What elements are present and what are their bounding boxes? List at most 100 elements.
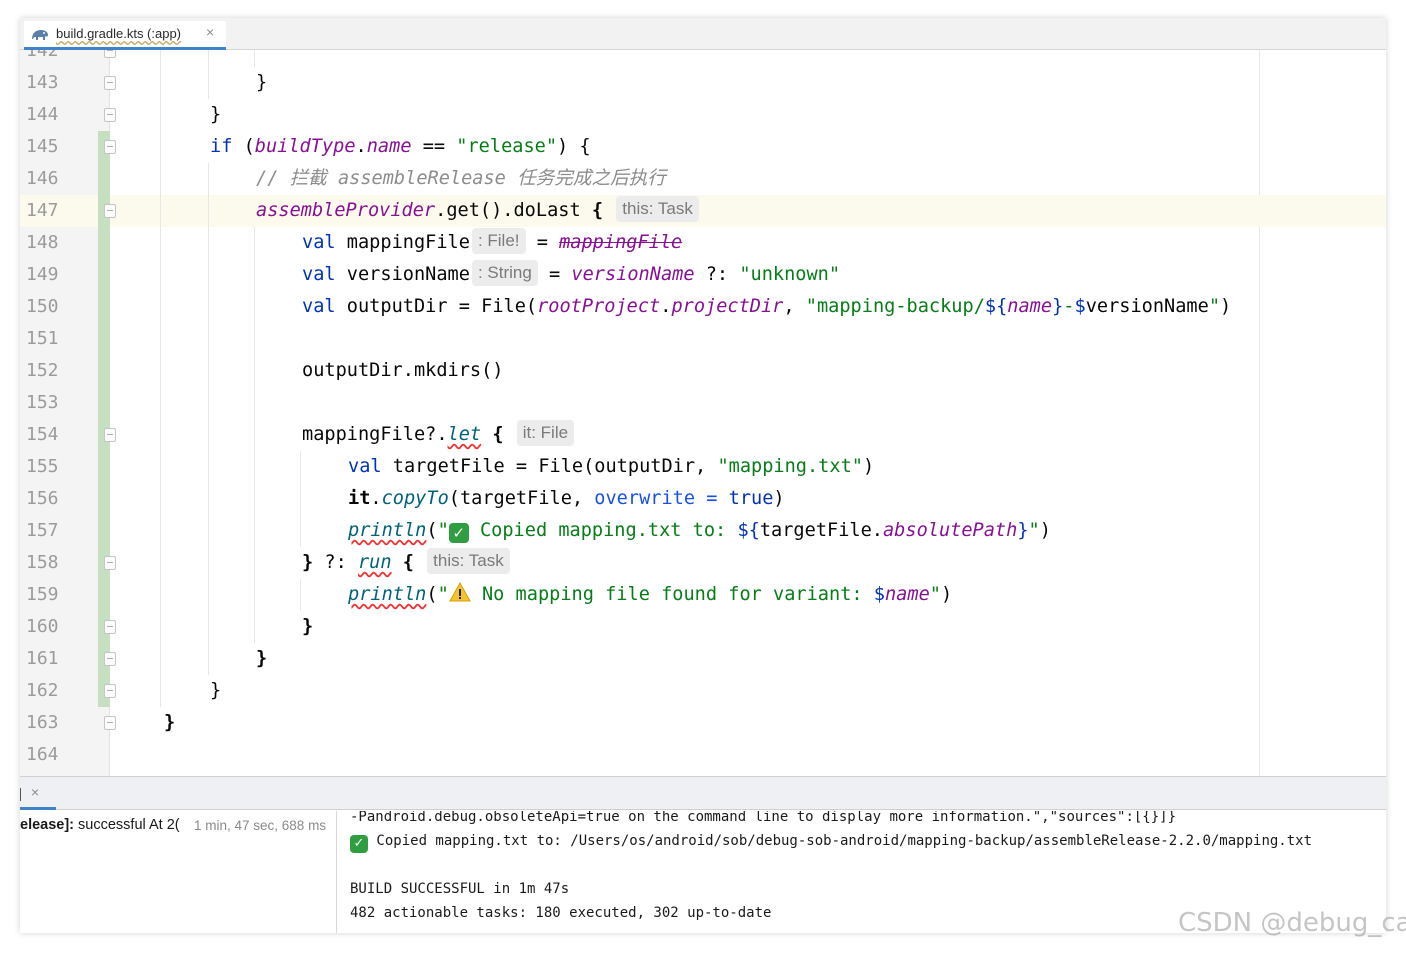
close-icon[interactable]: ×: [31, 784, 40, 800]
code-text: println(" No mapping file found for vari…: [348, 582, 953, 605]
code-text: }: [210, 680, 222, 701]
build-task-label: elease]:: [20, 817, 75, 833]
code-lines: 142 143 } 144 }: [20, 50, 1386, 771]
code-editor[interactable]: 142 143 } 144 }: [20, 50, 1386, 776]
tab-build-gradle-kts[interactable]: build.gradle.kts (:app) ×: [24, 21, 226, 50]
line-number: 153: [26, 392, 59, 413]
code-line: 160 }: [20, 611, 1386, 643]
build-tool-window-header: ] ×: [20, 776, 1386, 810]
code-text: val outputDir = File(rootProject.project…: [302, 296, 1232, 317]
line-number: 148: [26, 232, 59, 253]
code-text: } ?: run { this: Task: [302, 547, 510, 579]
right-margin-guide: [1259, 50, 1260, 776]
code-line: 145 if (buildType.name == "release") {: [20, 131, 1386, 163]
fold-marker-icon[interactable]: [104, 620, 116, 634]
code-text: }: [256, 72, 268, 93]
code-line: 154 mappingFile?.let { it: File: [20, 419, 1386, 451]
vcs-change-marker[interactable]: [98, 259, 110, 291]
code-line: 161 }: [20, 643, 1386, 675]
vcs-change-marker[interactable]: [98, 387, 110, 419]
code-line: 144 }: [20, 99, 1386, 131]
code-line: 149 val versionName: String = versionNam…: [20, 259, 1386, 291]
line-number: 158: [26, 552, 59, 573]
code-line: 142: [20, 50, 1386, 67]
console-line: ✓ Copied mapping.txt to: /Users/os/andro…: [350, 833, 1312, 853]
code-line: 156 it.copyTo(targetFile, overwrite = tr…: [20, 483, 1386, 515]
vcs-change-marker[interactable]: [98, 579, 110, 611]
code-line: 153: [20, 387, 1386, 419]
line-number: 157: [26, 520, 59, 541]
console-line: BUILD SUCCESSFUL in 1m 47s: [350, 881, 570, 897]
tab-build-output[interactable]: ] ×: [20, 777, 56, 810]
line-number: 143: [26, 72, 59, 93]
vcs-change-marker[interactable]: [98, 451, 110, 483]
code-line: 155 val targetFile = File(outputDir, "ma…: [20, 451, 1386, 483]
vcs-change-marker[interactable]: [98, 291, 110, 323]
code-text: }: [210, 104, 222, 125]
vcs-change-marker[interactable]: [98, 483, 110, 515]
code-line: 157 println("✓ Copied mapping.txt to: ${…: [20, 515, 1386, 547]
fold-marker-icon[interactable]: [104, 140, 116, 154]
line-number: 154: [26, 424, 59, 445]
code-line: 164: [20, 739, 1386, 771]
line-number: 162: [26, 680, 59, 701]
build-status: successful: [74, 817, 146, 833]
fold-marker-icon[interactable]: [104, 204, 116, 218]
console-line: -Pandroid.debug.obsoleteApi=true on the …: [350, 811, 1177, 825]
build-duration: 1 min, 47 sec, 688 ms: [192, 818, 327, 833]
code-line: 159 println(" No mapping file found for …: [20, 579, 1386, 611]
line-number: 144: [26, 104, 59, 125]
code-text: println("✓ Copied mapping.txt to: ${targ…: [348, 520, 1051, 543]
fold-marker-icon[interactable]: [104, 716, 116, 730]
vcs-change-marker[interactable]: [98, 355, 110, 387]
code-line: 151: [20, 323, 1386, 355]
line-number: 151: [26, 328, 59, 349]
check-mark-emoji-icon: ✓: [448, 523, 469, 543]
line-number: 161: [26, 648, 59, 669]
code-line: 163 }: [20, 707, 1386, 739]
code-text: it.copyTo(targetFile, overwrite = true): [348, 488, 785, 509]
tab-title: build.gradle.kts (:app): [56, 26, 182, 41]
gradle-elephant-icon: [32, 30, 48, 40]
build-console-output[interactable]: -Pandroid.debug.obsoleteApi=true on the …: [338, 811, 1386, 933]
code-line: 146 // 拦截 assembleRelease 任务完成之后执行: [20, 163, 1386, 195]
code-text: val mappingFile: File! = mappingFile: [302, 227, 682, 259]
line-number: 145: [26, 136, 59, 157]
line-number: 146: [26, 168, 59, 189]
code-text: val versionName: String = versionName ?:…: [302, 259, 840, 291]
fold-marker-icon[interactable]: [104, 76, 116, 90]
inlay-hint: this: Task: [616, 196, 699, 222]
line-number: 160: [26, 616, 59, 637]
warning-emoji-icon: [448, 582, 471, 602]
vcs-change-marker[interactable]: [98, 227, 110, 259]
code-text: mappingFile?.let { it: File: [302, 419, 575, 451]
fold-marker-icon[interactable]: [104, 50, 116, 58]
line-number: 150: [26, 296, 59, 317]
code-line: 158 } ?: run { this: Task: [20, 547, 1386, 579]
line-number: 163: [26, 712, 59, 733]
fold-marker-icon[interactable]: [104, 652, 116, 666]
vcs-change-marker[interactable]: [98, 323, 110, 355]
vcs-change-marker[interactable]: [98, 515, 110, 547]
code-text: if (buildType.name == "release") {: [210, 136, 591, 157]
code-comment: // 拦截 assembleRelease 任务完成之后执行: [256, 168, 666, 189]
check-mark-emoji-icon: ✓: [350, 835, 368, 853]
watermark: CSDN @debug_cat: [1178, 908, 1406, 938]
code-line: 143 }: [20, 67, 1386, 99]
inlay-hint: this: Task: [427, 548, 510, 574]
fold-marker-icon[interactable]: [104, 108, 116, 122]
code-text: }: [164, 712, 176, 733]
fold-marker-icon[interactable]: [104, 556, 116, 570]
tab-close-icon[interactable]: ×: [206, 24, 215, 40]
inlay-hint: : File!: [471, 228, 526, 254]
fold-marker-icon[interactable]: [104, 428, 116, 442]
vcs-change-marker[interactable]: [98, 163, 110, 195]
editor-tab-bar: build.gradle.kts (:app) ×: [20, 18, 1386, 50]
line-number: 147: [26, 200, 59, 221]
build-at: At 2(: [145, 817, 180, 833]
code-text: }: [256, 648, 268, 669]
build-result-row[interactable]: elease]: successful At 2(: [20, 817, 180, 833]
line-number: 149: [26, 264, 59, 285]
line-number: 156: [26, 488, 59, 509]
fold-marker-icon[interactable]: [104, 684, 116, 698]
